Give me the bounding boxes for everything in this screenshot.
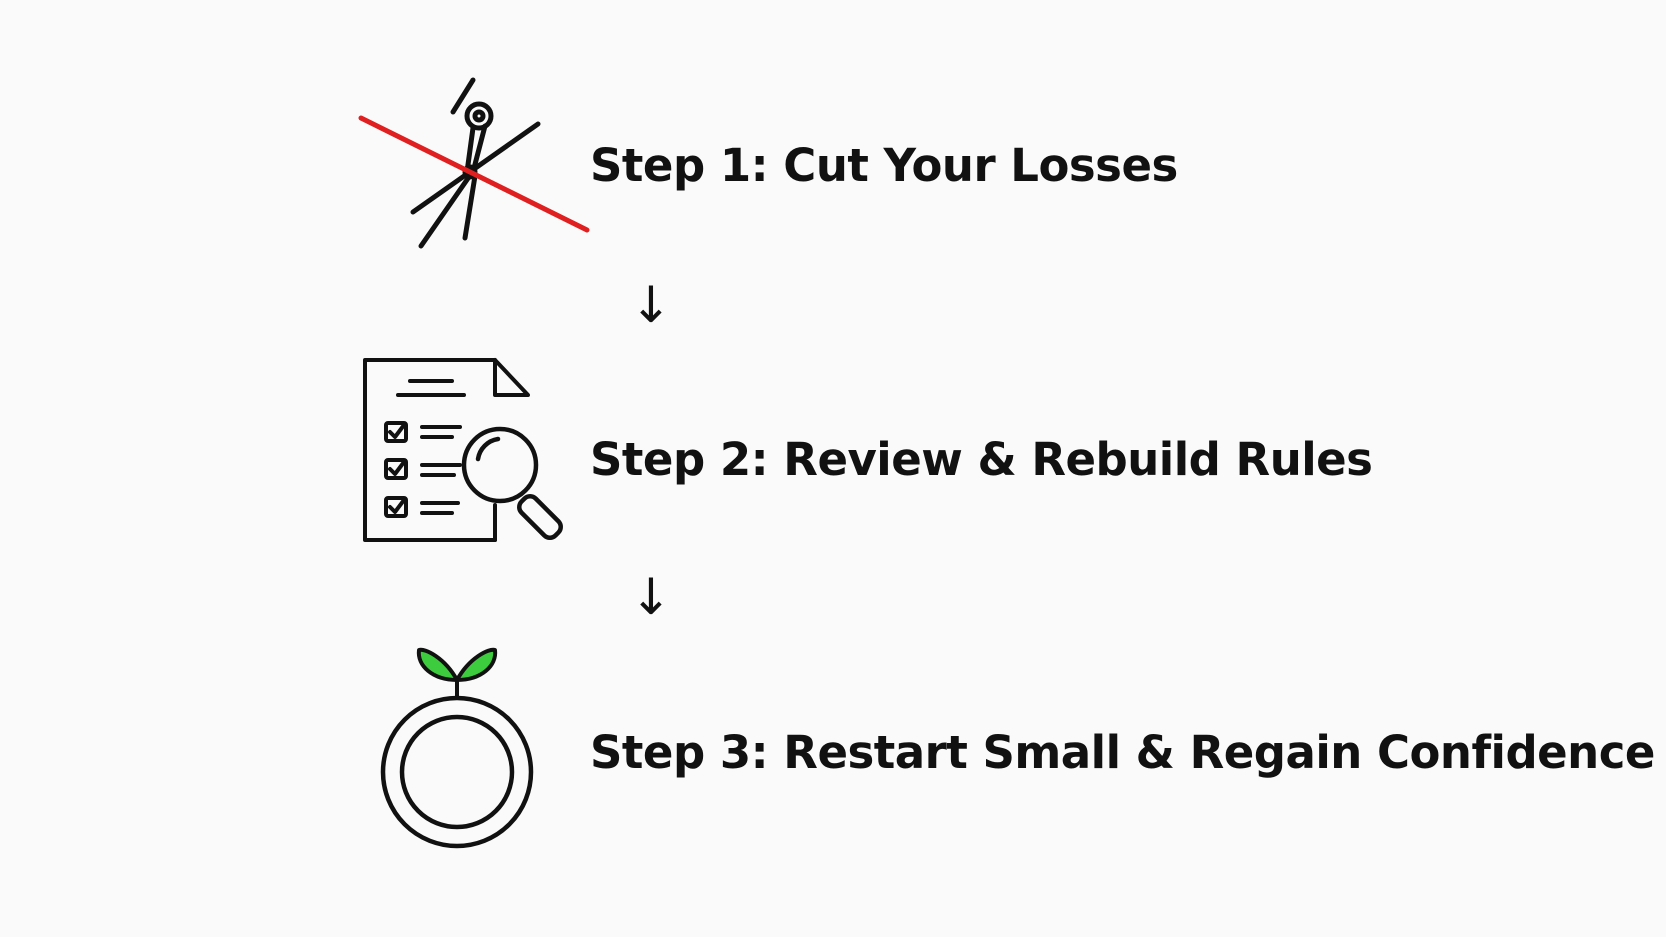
scissors-icon — [358, 77, 590, 249]
checklist-magnifier-icon — [363, 358, 563, 542]
step-1-label: Step 1: Cut Your Losses — [590, 139, 1178, 192]
down-arrow-2-icon: ↓ — [630, 568, 672, 626]
sprout-ring-icon — [380, 647, 534, 849]
step-2-label: Step 2: Review & Rebuild Rules — [590, 433, 1373, 486]
step-3-label: Step 3: Restart Small & Regain Confidenc… — [590, 726, 1655, 779]
down-arrow-1-icon: ↓ — [630, 276, 672, 334]
